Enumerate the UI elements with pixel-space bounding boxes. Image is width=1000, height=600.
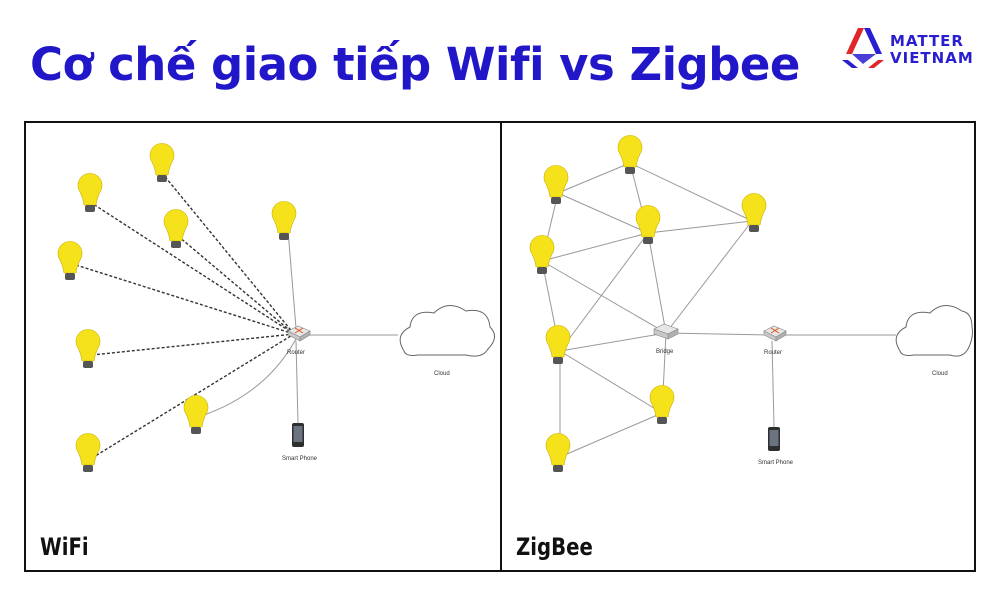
smartphone-label: Smart Phone [758, 460, 794, 466]
bulb-icon [271, 201, 297, 240]
mesh-link [771, 340, 775, 428]
matter-logo-icon [842, 28, 884, 68]
mesh-link [647, 220, 753, 234]
wifi-link-dashed [75, 264, 295, 335]
bulb-icon [163, 209, 189, 248]
mesh-link [559, 332, 667, 352]
router-label: Router [764, 350, 782, 356]
smartphone-label: Smart Phone [282, 456, 318, 462]
router-icon [763, 325, 787, 342]
mesh-link [559, 412, 663, 458]
smartphone-icon [292, 423, 304, 447]
bulb-icon [545, 325, 571, 364]
bulb-icon [183, 395, 209, 434]
comparison-panels: Router Cloud Smart Phone WiFi [24, 121, 976, 572]
mesh-link [557, 162, 631, 194]
wifi-link-solid [287, 229, 297, 329]
bulb-icon [77, 173, 103, 212]
bridge-label: Bridge [656, 349, 674, 355]
bulb-icon [149, 143, 175, 182]
cloud-label: Cloud [434, 371, 450, 377]
bulb-icon [741, 193, 767, 232]
mesh-link [665, 332, 769, 336]
wifi-link-solid [295, 340, 299, 424]
bulb-icon [635, 205, 661, 244]
logo-line-2: VIETNAM [890, 49, 974, 67]
logo-line-1: MATTER [890, 32, 964, 50]
wifi-links [75, 172, 398, 459]
cloud-icon [399, 305, 495, 357]
bulb-icon [649, 385, 675, 424]
zigbee-mesh-links [541, 162, 896, 458]
bulb-icon [529, 235, 555, 274]
mesh-link [541, 260, 667, 334]
mesh-link [647, 232, 667, 334]
router-label: Router [287, 350, 305, 356]
mesh-link [557, 192, 649, 234]
wifi-link-solid [203, 338, 297, 416]
wifi-link-dashed [161, 172, 295, 335]
wifi-panel: Router Cloud Smart Phone WiFi [26, 123, 502, 570]
cloud-label: Cloud [932, 371, 948, 377]
zigbee-panel: Bridge Router Cloud Smart Phone ZigBee [502, 123, 974, 570]
router-icon [287, 325, 311, 342]
matter-vietnam-logo: MATTER VIETNAM [838, 24, 988, 84]
bulb-icon [75, 329, 101, 368]
wifi-link-dashed [91, 333, 295, 356]
mesh-link [559, 350, 663, 414]
bulb-icon [617, 135, 643, 174]
smartphone-icon [768, 427, 780, 451]
mesh-link [559, 232, 649, 352]
bulb-icon [545, 433, 571, 472]
wifi-link-dashed [91, 333, 295, 459]
wifi-panel-label: WiFi [40, 533, 89, 561]
mesh-link [629, 162, 753, 222]
bulb-icon [57, 241, 83, 280]
wifi-link-dashed [89, 201, 295, 335]
wifi-diagram: Router Cloud Smart Phone [57, 143, 495, 472]
page-title: Cơ chế giao tiếp Wifi vs Zigbee [30, 38, 800, 91]
wifi-link-dashed [177, 235, 295, 335]
mesh-link [665, 220, 753, 334]
cloud-icon [895, 305, 973, 357]
zigbee-diagram: Bridge Router Cloud Smart Phone [529, 135, 973, 472]
mesh-link [541, 232, 649, 262]
zigbee-panel-label: ZigBee [516, 533, 593, 561]
bulb-icon [543, 165, 569, 204]
bridge-icon [653, 323, 679, 340]
bulb-icon [75, 433, 101, 472]
